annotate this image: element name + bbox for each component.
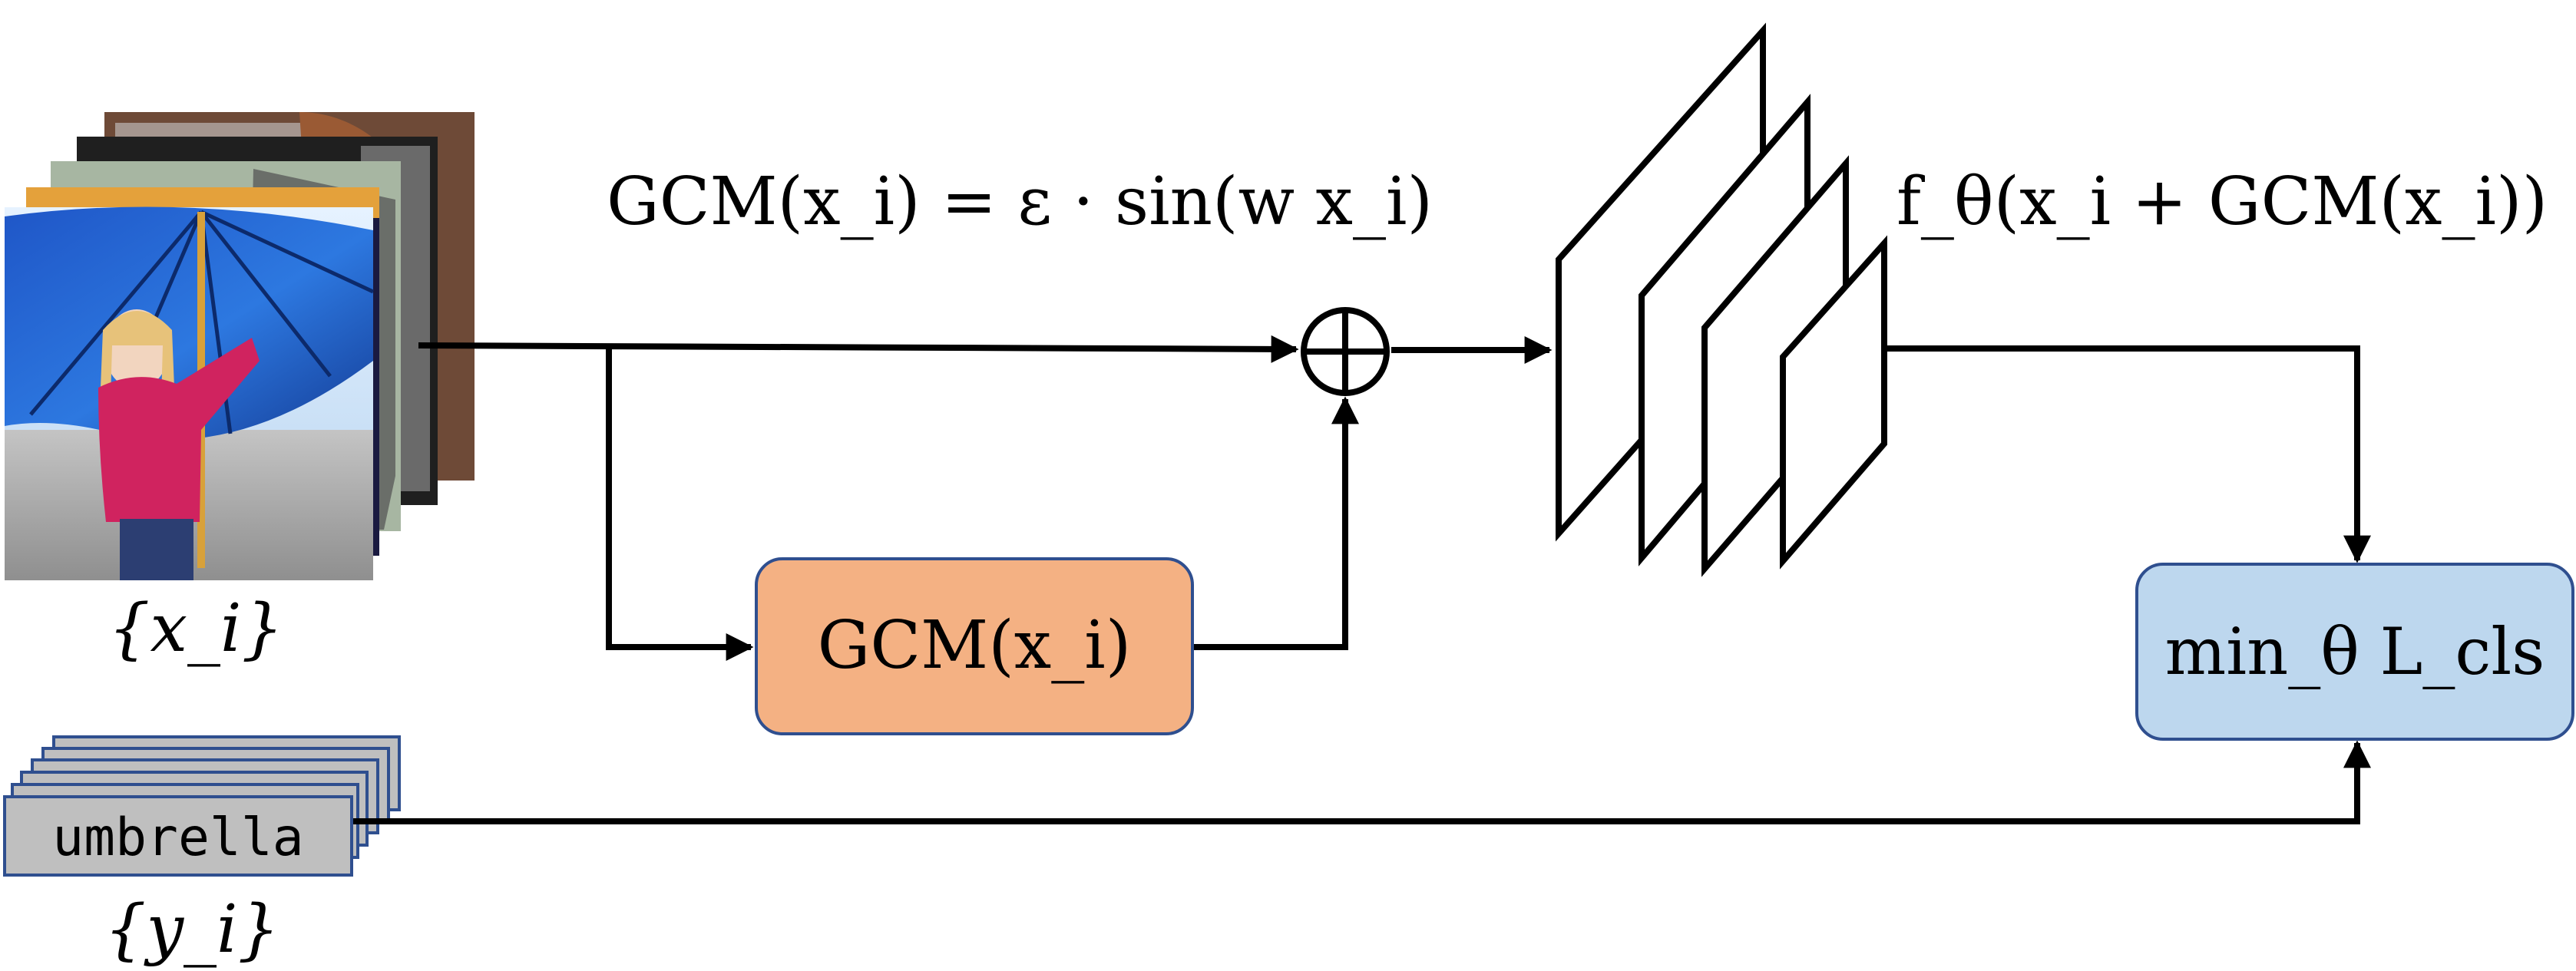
loss-block-box: [2135, 563, 2574, 741]
network-layers: [1556, 22, 1887, 577]
gcm-block: GCM(x_i): [755, 557, 1194, 735]
photo-child-jeans: [120, 519, 193, 580]
input-image-stack: [5, 112, 475, 580]
gcm-block-box: [755, 557, 1194, 735]
label-card-front: [3, 795, 353, 877]
arrow-labels-to-loss: [353, 740, 2371, 824]
sum-node: [1301, 307, 1390, 396]
network-layer-4: [1780, 235, 1887, 570]
loss-block-label: min_θ L_cls: [2165, 614, 2545, 689]
arrow-image-to-sum: [418, 335, 1299, 363]
input-image-front: [5, 206, 375, 580]
photo-child-jacket: [98, 338, 260, 522]
label-card-text: umbrella: [52, 808, 304, 868]
photo-umbrella-canopy: [5, 206, 373, 441]
arrow-network-to-loss: [1830, 345, 2371, 563]
network-output-equation: f_θ(x_i + GCM(x_i)): [1896, 163, 2548, 240]
photo-child-hair: [100, 311, 175, 407]
gcm-block-label: GCM(x_i): [818, 607, 1132, 684]
images-set-label: {x_i}: [108, 590, 283, 667]
gcm-definition-equation: GCM(x_i) = ε · sin(w x_i): [607, 163, 1433, 240]
connections: [353, 335, 2371, 824]
arrow-gcm-to-sum: [1192, 396, 1359, 650]
labels-set-label: {y_i}: [104, 891, 280, 968]
arrow-branch-to-gcm: [606, 346, 754, 661]
loss-block: min_θ L_cls: [2135, 563, 2574, 741]
label-card-stack: umbrella: [3, 735, 401, 877]
